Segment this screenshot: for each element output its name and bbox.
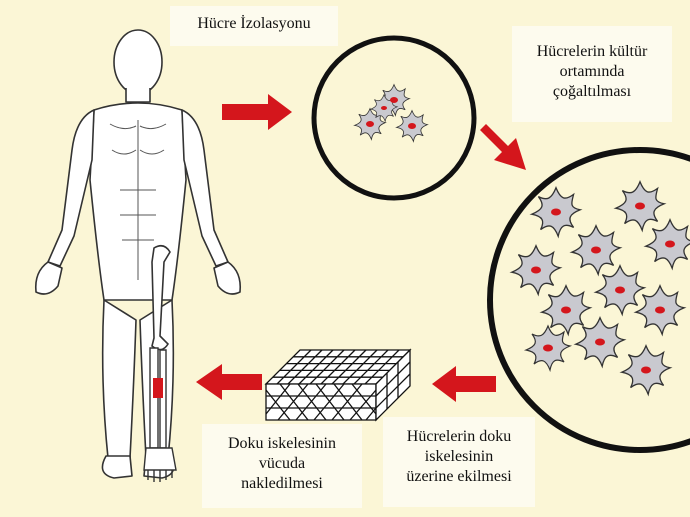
label-cell-culture: Hücrelerin kültür ortamında çoğaltılması: [512, 26, 672, 122]
label-line: vücuda: [202, 454, 362, 474]
label-line: nakledilmesi: [202, 474, 362, 494]
label-cell-isolation: Hücre İzolasyonu: [170, 6, 338, 46]
label-line: Hücre İzolasyonu: [170, 14, 338, 34]
label-scaffold-transplant: Doku iskelesinin vücuda nakledilmesi: [202, 424, 362, 508]
arrow-left-icon: [196, 364, 262, 400]
label-line: Hücrelerin kültür: [512, 42, 672, 62]
label-line: Doku iskelesinin: [202, 434, 362, 454]
label-line: ortamında: [512, 62, 672, 82]
label-line: iskelesinin: [383, 447, 535, 467]
scaffold-icon: [266, 350, 410, 420]
arrow-left-icon: [432, 366, 496, 402]
label-line: Hücrelerin doku: [383, 427, 535, 447]
label-line: çoğaltılması: [512, 82, 672, 102]
label-line: üzerine ekilmesi: [383, 467, 535, 487]
implant-red-segment: [153, 378, 163, 398]
arrow-right-icon: [222, 94, 292, 130]
small-culture-dish: [314, 38, 474, 198]
label-cell-seeding: Hücrelerin doku iskelesinin üzerine ekil…: [383, 417, 535, 507]
arrow-diagonal-icon: [480, 124, 526, 170]
